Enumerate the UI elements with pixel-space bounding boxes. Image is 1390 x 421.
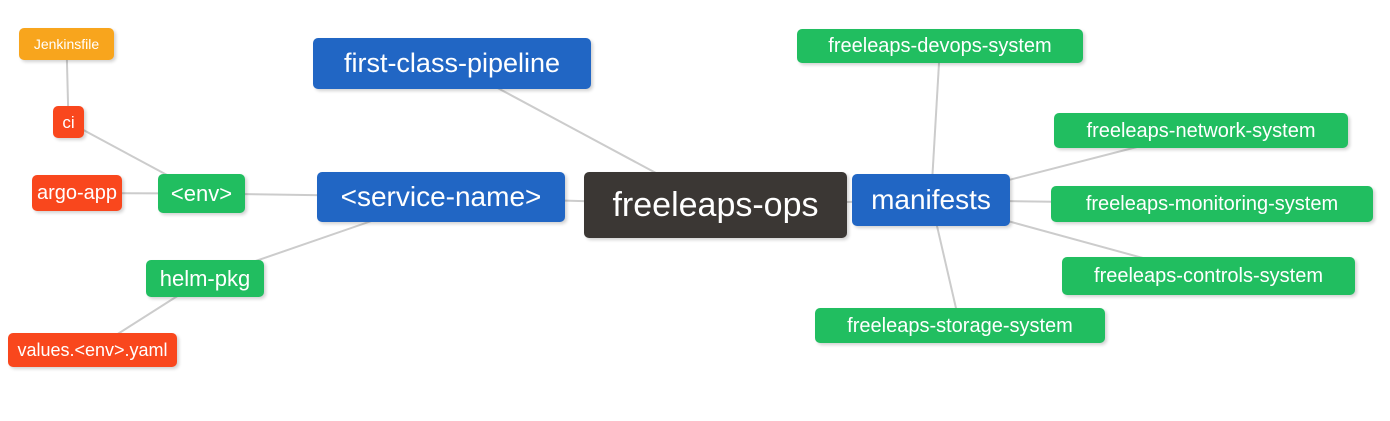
node-argo-app[interactable]: argo-app bbox=[32, 175, 122, 211]
node-env[interactable]: <env> bbox=[158, 174, 245, 213]
node-manifests[interactable]: manifests bbox=[852, 174, 1010, 226]
node-jenkinsfile[interactable]: Jenkinsfile bbox=[19, 28, 114, 60]
node-network-system[interactable]: freeleaps-network-system bbox=[1054, 113, 1348, 148]
node-devops-system[interactable]: freeleaps-devops-system bbox=[797, 29, 1083, 63]
node-values-env-yaml[interactable]: values.<env>.yaml bbox=[8, 333, 177, 367]
node-storage-system[interactable]: freeleaps-storage-system bbox=[815, 308, 1105, 343]
node-service-name[interactable]: <service-name> bbox=[317, 172, 565, 222]
node-freeleaps-ops[interactable]: freeleaps-ops bbox=[584, 172, 847, 238]
node-ci[interactable]: ci bbox=[53, 106, 84, 138]
node-controls-system[interactable]: freeleaps-controls-system bbox=[1062, 257, 1355, 295]
node-first-class-pipeline[interactable]: first-class-pipeline bbox=[313, 38, 591, 89]
node-monitoring-system[interactable]: freeleaps-monitoring-system bbox=[1051, 186, 1373, 222]
node-helm-pkg[interactable]: helm-pkg bbox=[146, 260, 264, 297]
